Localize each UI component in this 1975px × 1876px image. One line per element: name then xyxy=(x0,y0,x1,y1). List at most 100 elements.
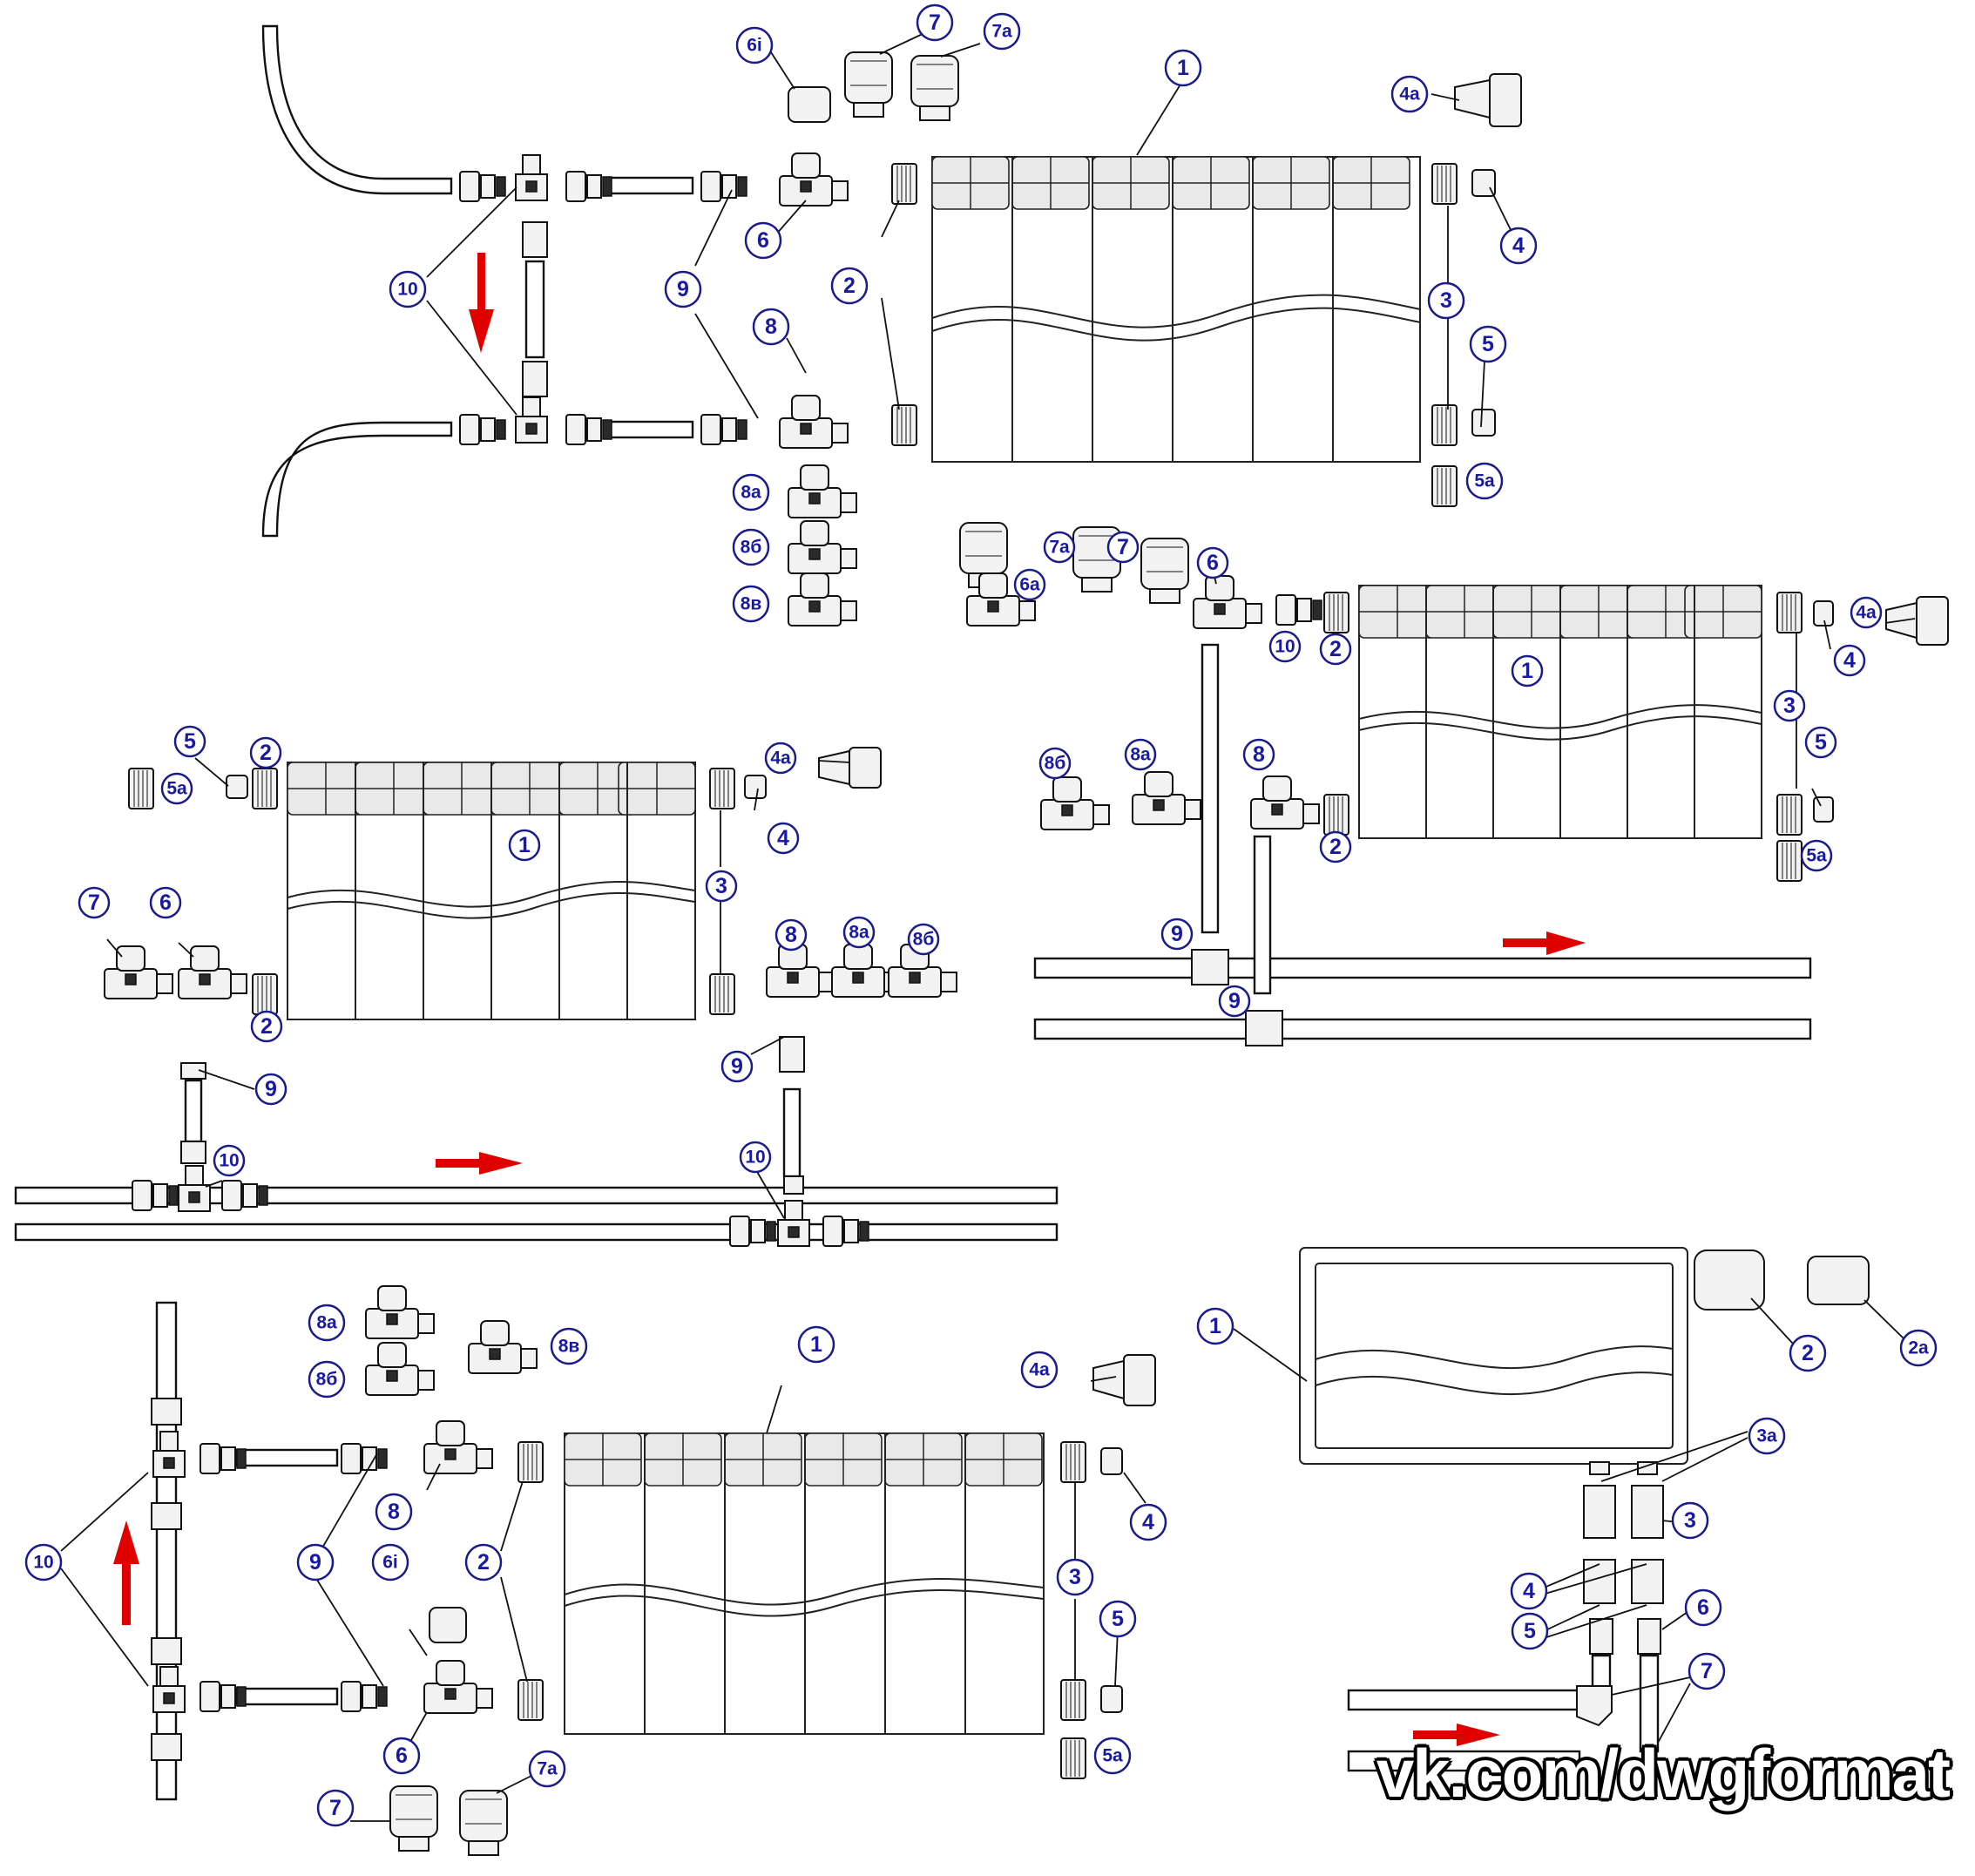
callout-5: 5 xyxy=(1511,1612,1549,1650)
svg-text:10: 10 xyxy=(1275,637,1295,657)
callout-8b: 8б xyxy=(907,923,940,956)
radiator-3 xyxy=(287,762,696,1020)
diagram-1 xyxy=(261,24,1522,626)
callout-2: 2 xyxy=(1319,830,1352,864)
svg-text:8: 8 xyxy=(785,923,797,947)
callout-3: 3 xyxy=(1773,689,1806,722)
svg-text:2: 2 xyxy=(1329,835,1342,859)
callout-9: 9 xyxy=(720,1050,754,1083)
callout-6a: 6а xyxy=(1013,568,1046,601)
svg-text:6а: 6а xyxy=(1019,575,1040,595)
callout-8b: 8б xyxy=(308,1360,346,1399)
svg-text:4а: 4а xyxy=(1399,85,1420,105)
svg-text:10: 10 xyxy=(745,1148,765,1168)
svg-text:4: 4 xyxy=(1142,1510,1154,1534)
callout-7a: 7а xyxy=(983,12,1021,51)
svg-text:3: 3 xyxy=(715,874,727,898)
callout-10: 10 xyxy=(1268,630,1302,663)
svg-text:8: 8 xyxy=(388,1500,400,1524)
callout-1: 1 xyxy=(1196,1307,1234,1345)
svg-text:7: 7 xyxy=(1701,1659,1713,1683)
svg-text:7: 7 xyxy=(929,10,941,35)
svg-text:10: 10 xyxy=(397,280,417,300)
svg-text:9: 9 xyxy=(677,277,689,301)
svg-text:3: 3 xyxy=(1783,694,1796,718)
panel-radiator xyxy=(1299,1247,1688,1465)
svg-text:2: 2 xyxy=(260,741,272,765)
svg-text:7а: 7а xyxy=(537,1759,558,1779)
svg-text:7а: 7а xyxy=(991,22,1012,42)
svg-text:1: 1 xyxy=(1177,56,1189,80)
callout-2a: 2а xyxy=(1899,1329,1938,1367)
callout-6: 6 xyxy=(1684,1588,1722,1627)
svg-text:5: 5 xyxy=(1524,1619,1536,1643)
callout-2: 2 xyxy=(830,267,869,305)
svg-text:8в: 8в xyxy=(741,594,762,614)
watermark-text: vk.com/dwgformat xyxy=(1376,1735,1951,1812)
callout-6: 6 xyxy=(744,221,782,260)
callout-8v: 8в xyxy=(732,585,770,623)
callout-5: 5 xyxy=(1469,325,1507,363)
callout-8b: 8б xyxy=(1038,747,1072,780)
svg-text:3а: 3а xyxy=(1756,1426,1777,1446)
svg-text:1: 1 xyxy=(810,1332,822,1357)
diagram-4 xyxy=(60,1285,1156,1856)
callout-4: 4 xyxy=(1833,644,1866,677)
diagram-3 xyxy=(14,747,1059,1247)
callout-9: 9 xyxy=(1160,918,1194,951)
svg-text:6i: 6i xyxy=(747,36,762,56)
svg-text:9: 9 xyxy=(309,1550,321,1575)
svg-text:4: 4 xyxy=(1512,234,1525,258)
svg-text:7: 7 xyxy=(88,891,100,915)
callout-10: 10 xyxy=(24,1543,63,1581)
callout-6: 6 xyxy=(1196,546,1229,579)
svg-text:4: 4 xyxy=(1523,1579,1535,1603)
callout-1: 1 xyxy=(797,1325,835,1364)
callout-3: 3 xyxy=(1671,1501,1709,1540)
callout-9: 9 xyxy=(664,270,702,308)
callout-5: 5 xyxy=(173,725,206,758)
callout-5: 5 xyxy=(1804,726,1837,759)
callout-2: 2 xyxy=(249,736,282,769)
svg-text:8а: 8а xyxy=(849,923,869,943)
svg-text:8б: 8б xyxy=(316,1370,338,1390)
callout-2: 2 xyxy=(1319,633,1352,666)
callout-5: 5 xyxy=(1099,1600,1137,1638)
callout-10: 10 xyxy=(389,270,427,308)
svg-text:6: 6 xyxy=(757,228,769,253)
callout-5a: 5а xyxy=(160,772,193,805)
radiator-1 xyxy=(931,156,1421,463)
callout-1: 1 xyxy=(508,829,541,862)
callout-4a: 4а xyxy=(1020,1351,1059,1389)
callout-7: 7 xyxy=(78,886,111,919)
callout-6i: 6i xyxy=(371,1543,409,1581)
svg-text:6: 6 xyxy=(1697,1595,1709,1620)
diagram-5 xyxy=(1233,1247,1905,1772)
svg-text:4а: 4а xyxy=(1856,603,1877,623)
svg-text:6: 6 xyxy=(1207,551,1219,575)
callout-7: 7 xyxy=(1688,1652,1726,1690)
svg-text:8б: 8б xyxy=(741,538,762,558)
svg-text:8а: 8а xyxy=(1130,745,1151,765)
callout-4: 4 xyxy=(1510,1572,1548,1610)
callout-2: 2 xyxy=(250,1010,283,1043)
svg-text:1: 1 xyxy=(518,833,531,857)
callout-9: 9 xyxy=(296,1543,335,1581)
svg-text:3: 3 xyxy=(1684,1508,1696,1533)
callout-1: 1 xyxy=(1511,654,1544,687)
svg-text:8: 8 xyxy=(1253,742,1265,767)
callout-3: 3 xyxy=(1056,1558,1094,1596)
callout-5a: 5а xyxy=(1800,839,1833,872)
svg-text:7: 7 xyxy=(329,1796,342,1820)
svg-text:8а: 8а xyxy=(316,1313,337,1333)
callout-8: 8 xyxy=(375,1493,413,1531)
callout-4: 4 xyxy=(1499,227,1538,265)
callout-8a: 8а xyxy=(842,916,876,949)
svg-text:6: 6 xyxy=(396,1744,408,1768)
callout-1: 1 xyxy=(1164,49,1202,87)
callout-7a: 7а xyxy=(1043,531,1076,564)
callout-5a: 5а xyxy=(1465,462,1504,500)
svg-text:10: 10 xyxy=(219,1151,239,1171)
radiator-2 xyxy=(1358,585,1762,839)
